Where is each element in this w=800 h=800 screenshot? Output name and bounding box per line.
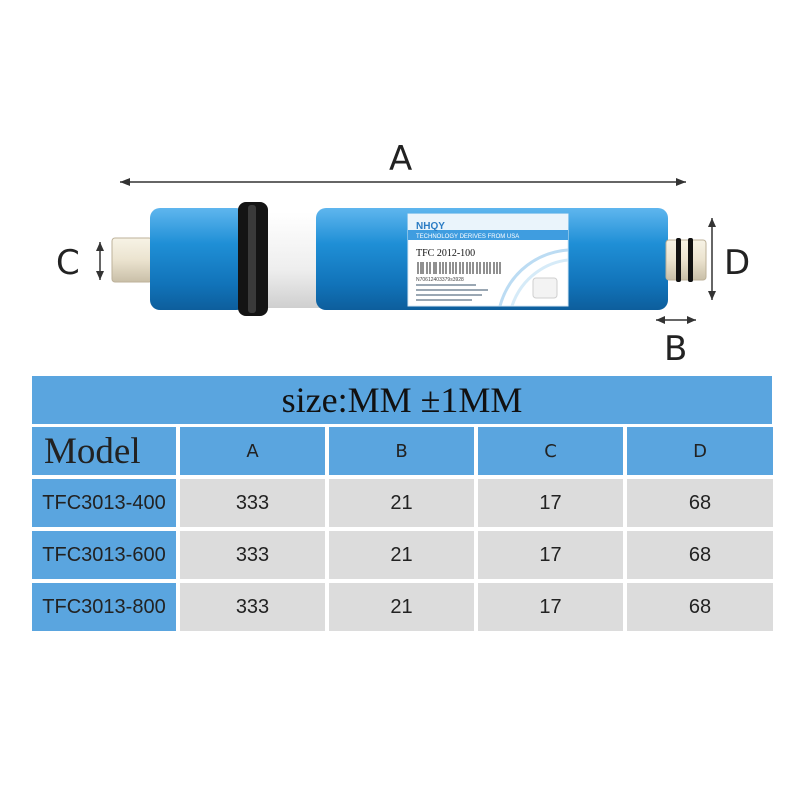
header-b: B xyxy=(329,427,474,475)
row-value-a: 333 xyxy=(180,583,325,631)
size-table: size:MM ±1MM Model A B C D TFC3013-400 3… xyxy=(32,376,773,631)
size-title: size:MM ±1MM xyxy=(32,376,772,424)
membrane-diagram: NHQY TECHNOLOGY DERIVES FROM USA TFC 201… xyxy=(0,0,800,370)
row-value-d: 68 xyxy=(627,531,773,579)
dimension-a-arrow xyxy=(120,178,686,186)
row-value-c: 17 xyxy=(478,531,623,579)
dimension-b-label: B xyxy=(664,329,688,369)
header-a: A xyxy=(180,427,325,475)
row-value-b: 21 xyxy=(329,479,474,527)
brine-seal-ring xyxy=(238,202,268,316)
membrane-illustration: NHQY TECHNOLOGY DERIVES FROM USA TFC 201… xyxy=(96,178,716,324)
product-label: NHQY TECHNOLOGY DERIVES FROM USA TFC 201… xyxy=(407,213,569,307)
label-model: TFC 2012-100 xyxy=(416,248,475,259)
row-model-cell: TFC3013-800 xyxy=(32,583,176,631)
row-value-a: 333 xyxy=(180,479,325,527)
header-c: C xyxy=(478,427,623,475)
dimension-a-label: A xyxy=(389,139,413,179)
row-model-cell: TFC3013-400 xyxy=(32,479,176,527)
header-model: Model xyxy=(32,427,176,475)
row-value-b: 21 xyxy=(329,531,474,579)
label-tagline: TECHNOLOGY DERIVES FROM USA xyxy=(416,234,519,240)
label-barcode-text: N70612403379s3928 xyxy=(416,277,464,283)
right-tube-end xyxy=(665,238,707,282)
row-value-c: 17 xyxy=(478,583,623,631)
header-d: D xyxy=(627,427,773,475)
dimension-d-arrow xyxy=(708,218,716,300)
membrane-body-left xyxy=(150,208,246,310)
label-brand: NHQY xyxy=(416,221,445,232)
row-model-cell: TFC3013-600 xyxy=(32,531,176,579)
dimension-c-arrow xyxy=(96,242,104,280)
dimension-c-label: C xyxy=(56,243,80,283)
row-value-d: 68 xyxy=(627,479,773,527)
dimension-b-arrow xyxy=(656,316,696,324)
membrane-seal-section xyxy=(262,212,320,308)
left-tube-end xyxy=(111,237,153,283)
dimension-d-label: D xyxy=(724,243,751,283)
size-grid: Model A B C D TFC3013-400 333 21 17 68 T… xyxy=(32,427,773,631)
row-value-a: 333 xyxy=(180,531,325,579)
row-value-c: 17 xyxy=(478,479,623,527)
row-value-b: 21 xyxy=(329,583,474,631)
row-value-d: 68 xyxy=(627,583,773,631)
